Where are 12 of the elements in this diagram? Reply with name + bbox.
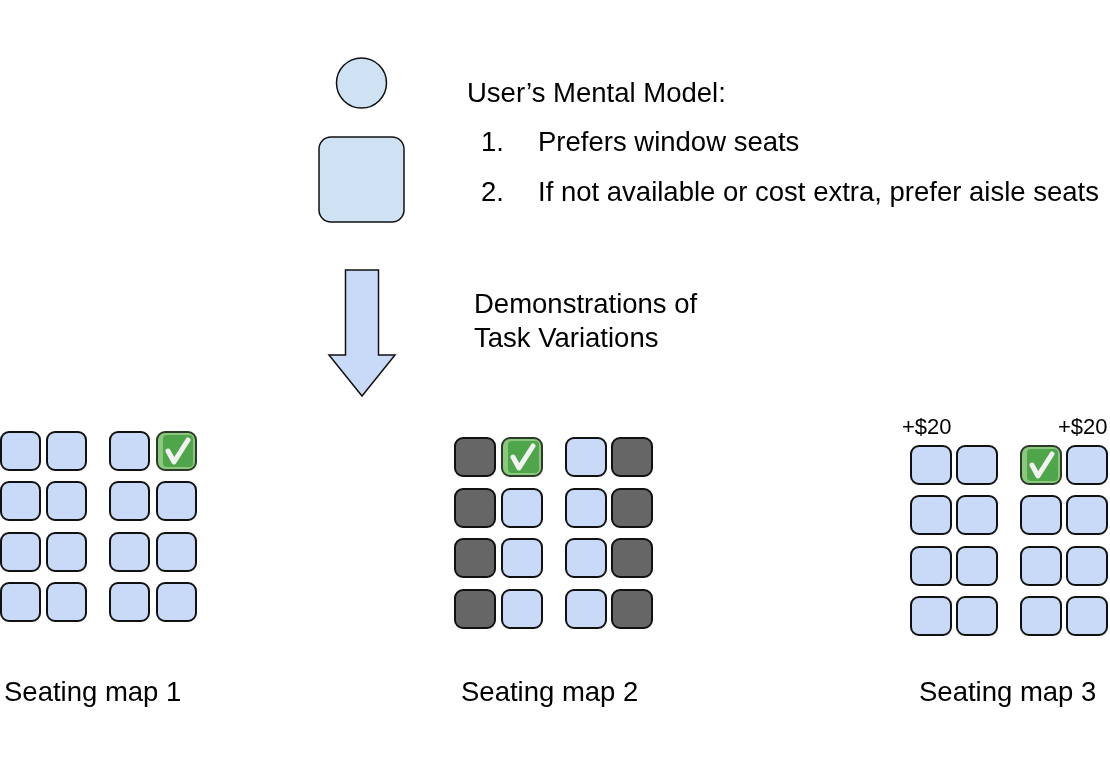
list-number: 1.	[481, 126, 504, 158]
list-item: If not available or cost extra, prefer aisle seats	[538, 176, 1099, 208]
step-label: Demonstrations of Task Variations	[474, 287, 699, 355]
list-number: 2.	[481, 176, 504, 208]
price-label: +$20	[902, 414, 952, 440]
map-caption: Seating map 1	[4, 676, 182, 708]
person-silhouette	[318, 57, 405, 223]
price-label: +$20	[1058, 414, 1108, 440]
map-caption: Seating map 2	[461, 676, 639, 708]
list-item: Prefers window seats	[538, 126, 800, 158]
heading: User’s Mental Model:	[467, 77, 726, 109]
map-caption: Seating map 3	[919, 676, 1097, 708]
